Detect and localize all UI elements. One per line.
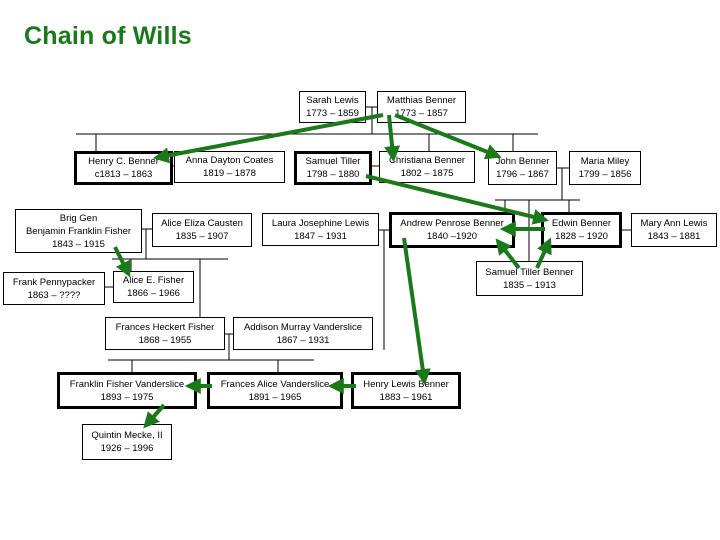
person-dates: 1866 – 1966	[127, 288, 180, 299]
person-frances-alice-vanderslice: Frances Alice Vanderslice 1891 – 1965	[207, 372, 343, 409]
person-name: Benjamin Franklin Fisher	[25, 225, 132, 237]
will-arrow	[495, 238, 521, 270]
person-frank-pennypacker: Frank Pennypacker 1863 – ????	[3, 272, 105, 305]
person-anna-dayton-coates: Anna Dayton Coates 1819 – 1878	[174, 151, 285, 183]
person-alice-eliza-causten: Alice Eliza Causten 1835 – 1907	[152, 213, 252, 247]
person-name: Frank Pennypacker	[12, 276, 96, 288]
person-dates: c1813 – 1863	[94, 169, 153, 180]
person-dates: 1863 – ????	[27, 289, 81, 301]
will-arrow	[365, 174, 549, 225]
will-arrow	[384, 114, 401, 163]
person-name: Andrew Penrose Benner	[400, 218, 504, 229]
person-samuel-tiller: Samuel Tiller 1798 – 1880	[294, 151, 372, 185]
person-name: Edwin Benner	[551, 218, 612, 229]
person-dates: 1891 – 1965	[248, 391, 302, 403]
person-name: Maria Miley	[580, 156, 630, 167]
person-name: Alice E. Fisher	[122, 275, 185, 286]
person-dates: 1773 – 1859	[306, 108, 359, 119]
person-dates: 1798 – 1880	[306, 169, 360, 180]
person-name: Mary Ann Lewis	[640, 218, 708, 229]
person-dates: 1867 – 1931	[276, 334, 330, 346]
person-prefix: Brig Gen	[59, 212, 98, 224]
person-andrew-penrose-benner: Andrew Penrose Benner 1840 –1920	[389, 212, 515, 248]
will-arrow	[143, 403, 166, 429]
person-dates: 1868 – 1955	[138, 334, 192, 346]
person-quintin-mecke-ii: Quintin Mecke, II 1926 – 1996	[82, 424, 172, 460]
person-franklin-fisher-vanderslice: Franklin Fisher Vanderslice 1893 – 1975	[57, 372, 197, 409]
will-arrow	[535, 237, 552, 269]
person-henry-lewis-benner: Henry Lewis Benner 1883 – 1961	[351, 372, 461, 409]
person-name: Henry Lewis Benner	[363, 378, 449, 390]
person-name: Henry C. Benner	[88, 156, 159, 167]
person-dates: 1893 – 1975	[100, 391, 154, 403]
person-benjamin-franklin-fisher: Brig Gen Benjamin Franklin Fisher 1843 –…	[15, 209, 142, 253]
person-maria-miley: Maria Miley 1799 – 1856	[569, 151, 641, 185]
person-dates: 1799 – 1856	[578, 169, 632, 180]
person-dates: 1802 – 1875	[400, 168, 454, 179]
person-dates: 1843 – 1915	[52, 238, 105, 250]
person-addison-murray-vanderslice: Addison Murray Vanderslice 1867 – 1931	[233, 317, 373, 350]
person-name: Addison Murray Vanderslice	[243, 321, 363, 333]
will-arrow	[152, 113, 384, 164]
person-dates: 1835 – 1913	[503, 279, 556, 291]
person-name: Laura Josephine Lewis	[271, 217, 370, 229]
will-arrow	[402, 237, 431, 386]
person-laura-josephine-lewis: Laura Josephine Lewis 1847 – 1931	[262, 213, 379, 246]
person-dates: 1819 – 1878	[203, 168, 256, 179]
person-mary-ann-lewis: Mary Ann Lewis 1843 – 1881	[631, 213, 717, 247]
person-name: Franklin Fisher Vanderslice	[69, 378, 185, 390]
person-name: Christiana Benner	[388, 155, 466, 166]
person-name: Quintin Mecke, II	[91, 430, 163, 441]
person-sarah-lewis: Sarah Lewis 1773 – 1859	[299, 91, 366, 123]
person-name: Frances Alice Vanderslice	[220, 378, 330, 390]
person-name: Samuel Tiller Benner	[485, 266, 574, 278]
will-arrow	[113, 246, 131, 278]
person-dates: 1773 – 1857	[395, 108, 448, 119]
person-dates: 1847 – 1931	[294, 230, 347, 242]
person-samuel-tiller-benner: Samuel Tiller Benner 1835 – 1913	[476, 261, 583, 296]
person-dates: 1843 – 1881	[647, 231, 701, 242]
person-matthias-benner: Matthias Benner 1773 – 1857	[377, 91, 466, 123]
person-dates: 1883 – 1961	[379, 391, 433, 403]
will-arrow	[394, 113, 502, 160]
person-name: Anna Dayton Coates	[185, 155, 274, 166]
person-dates: 1840 –1920	[426, 231, 478, 242]
person-name: Samuel Tiller	[305, 156, 361, 167]
person-frances-heckert-fisher: Frances Heckert Fisher 1868 – 1955	[105, 317, 225, 350]
person-dates: 1828 – 1920	[555, 231, 608, 242]
person-name: Sarah Lewis	[306, 95, 359, 106]
person-dates: 1796 – 1867	[496, 169, 549, 180]
page-title: Chain of Wills	[24, 22, 192, 50]
person-name: John Benner	[495, 156, 550, 167]
person-dates: 1926 – 1996	[100, 443, 154, 454]
person-name: Matthias Benner	[386, 95, 457, 106]
person-name: Alice Eliza Causten	[161, 218, 243, 229]
person-name: Frances Heckert Fisher	[115, 321, 215, 333]
person-dates: 1835 – 1907	[175, 231, 229, 242]
